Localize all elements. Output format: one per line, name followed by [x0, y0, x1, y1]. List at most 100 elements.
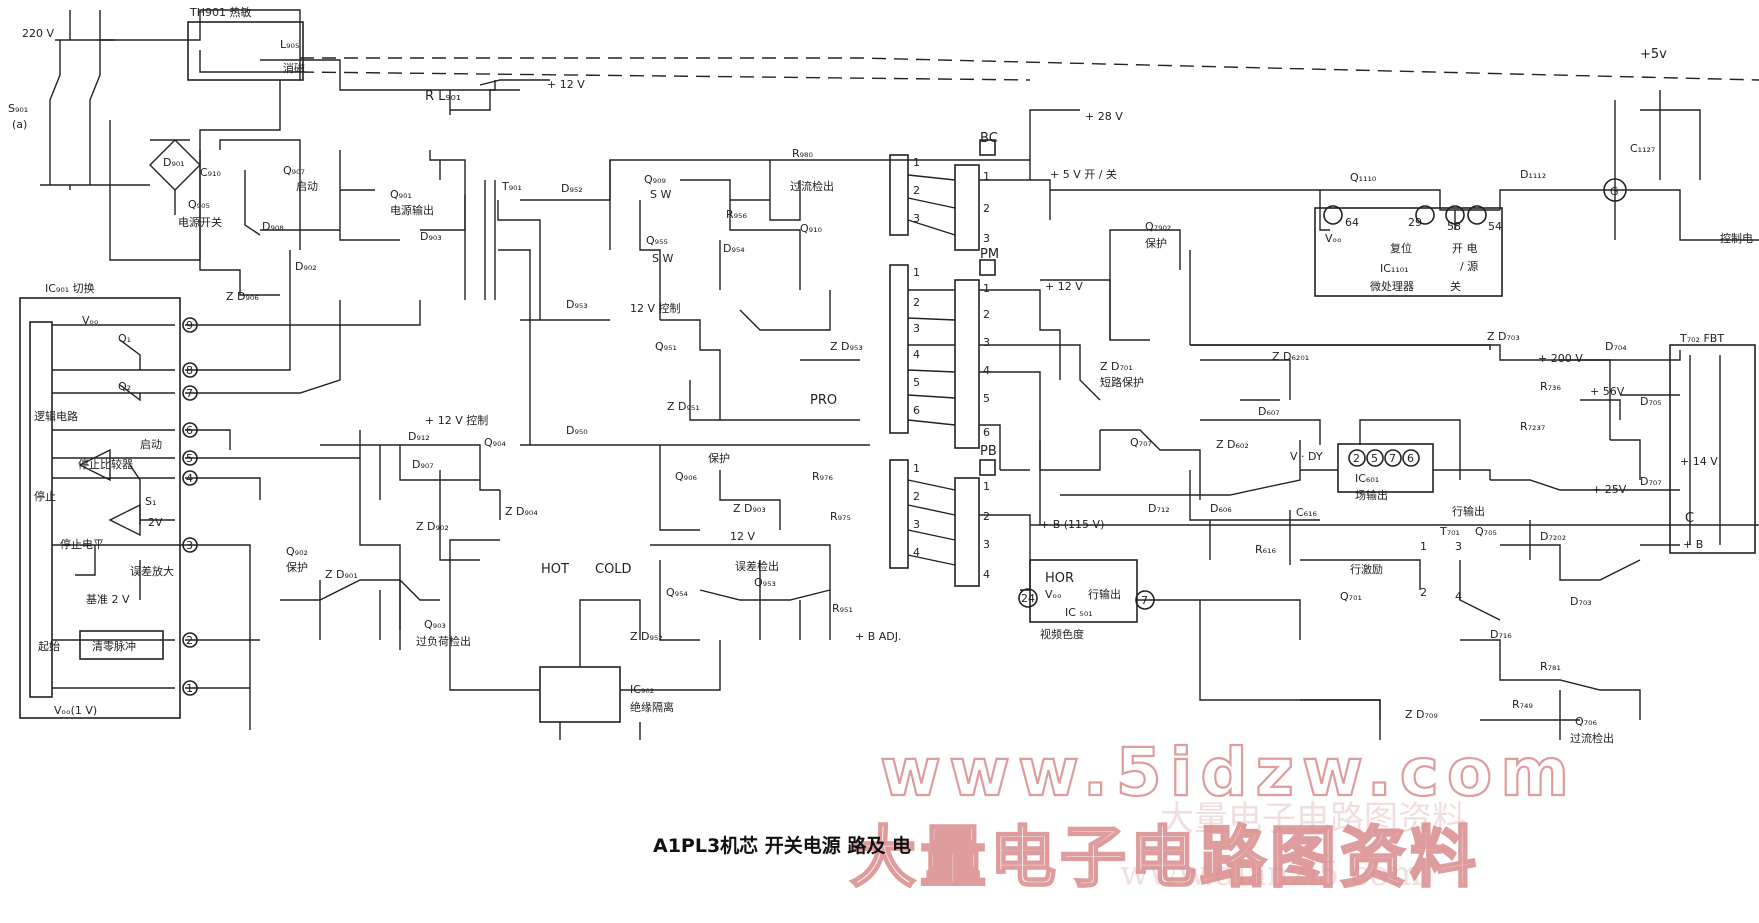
label-c910: C₉₁₀ [200, 166, 222, 179]
label-s901: S₉₀₁ [8, 102, 28, 115]
label-q909: Q₉₀₉ [644, 173, 666, 186]
label-ic501: IC ₅₀₁ [1065, 606, 1093, 619]
label-d901: D₉₀₁ [163, 156, 185, 169]
label-q1110: Q₁₁₁₀ [1350, 171, 1377, 184]
conn2-pin-4: 4 [913, 348, 920, 361]
label-sw2: S W [652, 252, 673, 265]
label-d912: D₉₁₂ [408, 430, 430, 443]
pin-t701-4: 4 [1455, 590, 1462, 603]
pin-t701-1: 1 [1420, 540, 1427, 553]
label-q902: Q₉₀₂ [286, 545, 308, 558]
label-pb: PB [980, 444, 997, 459]
label-r736: R₇₃₆ [1540, 380, 1561, 393]
label-overload: 过负荷检出 [416, 634, 471, 648]
conn2-pin-3: 3 [913, 322, 920, 335]
label-vcc-ic: Vₒₒ [1325, 232, 1342, 245]
label-d7202: D₇₂₀₂ [1540, 530, 1566, 543]
bc-pin-1: 1 [983, 170, 990, 183]
label-err-det: 误差检出 [735, 559, 779, 573]
label-d707: D₇₀₇ [1640, 475, 1662, 488]
conn3-pin-2: 2 [913, 490, 920, 503]
label-isolation: 绝缘隔离 [630, 700, 674, 714]
diagram-caption: A1PL3机芯 开关电源 路及 电 [653, 834, 911, 857]
label-protect2: 保护 [708, 451, 730, 465]
label-degauss: 消磁 [283, 61, 305, 75]
label-zd602: Z D₆₀₂ [1216, 438, 1249, 451]
watermark-faint-cn: 大量电子电路图资料 [1160, 799, 1466, 839]
label-slash-src: / 源 [1460, 259, 1478, 273]
label-r980: R₉₈₀ [792, 147, 813, 160]
label-5v-top: +5v [1640, 47, 1667, 62]
label-logic: 逻辑电路 [34, 409, 78, 423]
label-zd709: Z D₇₀₉ [1405, 708, 1438, 721]
label-d907: D₉₀₇ [412, 458, 434, 471]
label-q706: Q₇₀₆ [1575, 715, 1597, 728]
label-osc: 起始 [38, 639, 60, 653]
label-s901-a: (a) [12, 118, 27, 131]
conn1-pin-1: 1 [913, 156, 920, 169]
pin-6: 6 [186, 424, 193, 437]
label-l905: L₉₀₅ [280, 38, 299, 51]
pb-pin-1: 1 [983, 480, 990, 493]
label-q905: Q₉₀₅ [188, 198, 210, 211]
bc-pin-2: 2 [983, 202, 990, 215]
pin-8: 8 [186, 364, 193, 377]
bc-pin-3: 3 [983, 232, 990, 245]
label-start2: 启动 [140, 438, 162, 451]
label-c1127: C₁₁₂₇ [1630, 142, 1655, 155]
label-plus-b: + B [1683, 538, 1703, 551]
pm-pin-1: 1 [983, 282, 990, 295]
label-r749: R₇₄₉ [1512, 698, 1533, 711]
label-q2: Q₂ [118, 380, 131, 393]
label-err-amp: 误差放大 [130, 564, 174, 578]
label-hor: HOR [1045, 571, 1074, 586]
label-d903: D₉₀₃ [420, 230, 442, 243]
label-200v: + 200 V [1538, 352, 1583, 365]
label-q1: Q₁ [118, 332, 131, 345]
label-d954: D₉₅₄ [723, 242, 745, 255]
pm-pin-5: 5 [983, 392, 990, 405]
pin-5: 5 [186, 452, 193, 465]
label-hot: HOT [541, 562, 569, 577]
label-r975: R₉₇₅ [830, 510, 851, 523]
pin-9-circle [182, 317, 198, 333]
label-s1: S₁ [145, 495, 156, 508]
label-q705: Q₇₀₅ [1475, 525, 1497, 538]
watermark-faint-url: www.dianzi5.com [1120, 854, 1422, 894]
conn2-pin-6: 6 [913, 404, 920, 417]
label-d704: D₇₀₄ [1605, 340, 1627, 353]
label-q904: Q₉₀₄ [484, 436, 506, 449]
label-r781: R₇₈₁ [1540, 660, 1561, 673]
label-q901: Q₉₀₁ [390, 188, 412, 201]
label-d952: D₉₅₂ [561, 182, 583, 195]
pin-4: 4 [186, 472, 193, 485]
pin-ic1101-29: 29 [1408, 216, 1422, 229]
label-zd951: Z D₉₅₁ [667, 400, 700, 413]
wiring [19, 9, 1759, 740]
label-zd902: Z D₉₀₂ [416, 520, 449, 533]
pin-ic501-24: 24 [1021, 592, 1035, 605]
pin-ic1101-54: 54 [1488, 220, 1502, 233]
label-start1: 启动 [296, 180, 318, 193]
label-14v: + 14 V [1680, 455, 1718, 468]
label-vdy: V · DY [1290, 450, 1323, 463]
label-vcc-in: Vₒₒ [82, 314, 99, 327]
label-stop-cmp: 停止比较器 [78, 457, 133, 471]
label-d705: D₇₀₅ [1640, 395, 1662, 408]
label-stop: 停止 [34, 489, 56, 503]
label-ref-2v: 基准 2 V [86, 593, 130, 606]
pin-9: 9 [186, 319, 193, 332]
label-q910: Q₉₁₀ [800, 222, 822, 235]
label-d1112: D₁₁₁₂ [1520, 168, 1546, 181]
label-r956: R₉₅₆ [726, 208, 747, 221]
label-q906: Q₉₀₆ [675, 470, 697, 483]
conn3-pin-4: 4 [913, 546, 920, 559]
label-zd6201: Z D₆₂₀₁ [1272, 350, 1309, 363]
label-pro: PRO [810, 393, 837, 408]
label-protect1: 保护 [286, 560, 308, 574]
label-d953: D₉₅₃ [566, 298, 588, 311]
label-zero-pulse: 清零脉冲 [92, 639, 136, 653]
conn3-pin-1: 1 [913, 462, 920, 475]
pm-pin-3: 3 [983, 336, 990, 349]
